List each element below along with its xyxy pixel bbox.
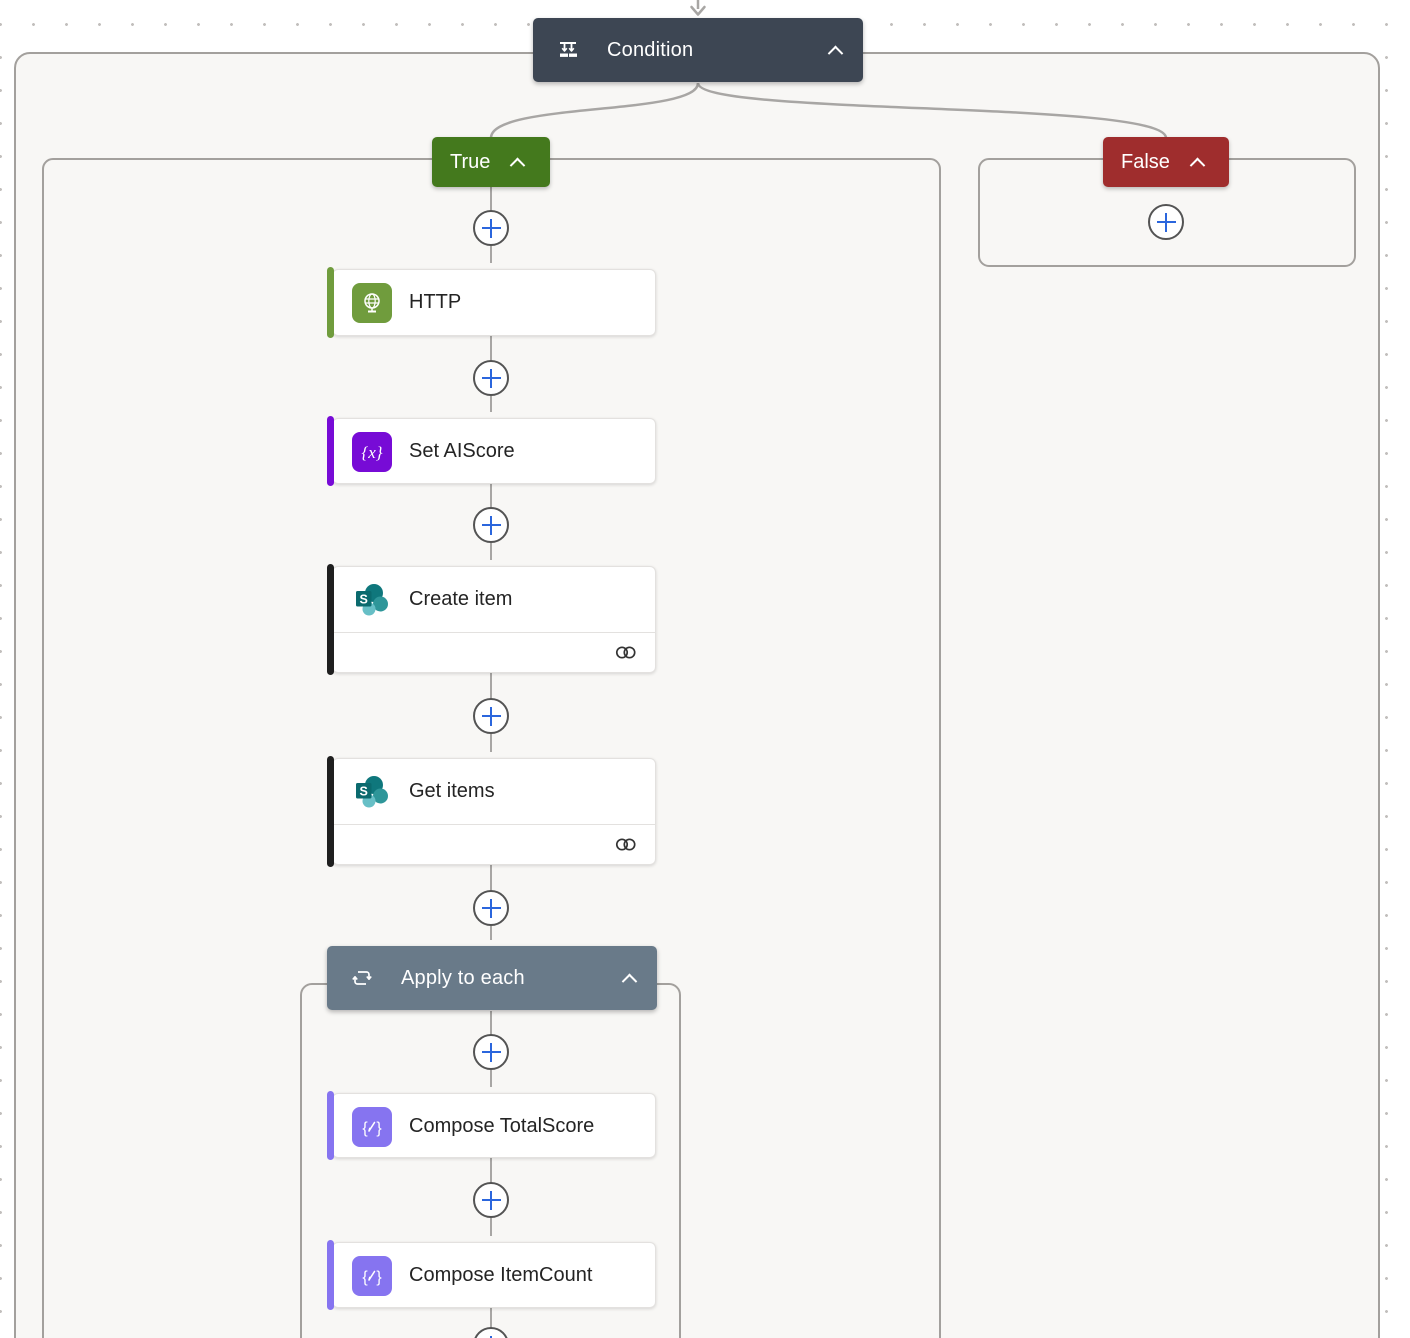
action-label: Compose TotalScore	[409, 1115, 595, 1137]
sharepoint-letter: S	[360, 592, 368, 606]
accent-bar	[327, 1091, 334, 1160]
http-globe-icon	[352, 282, 392, 323]
chevron-up-icon[interactable]	[1189, 157, 1206, 173]
variable-glyph: {x}	[361, 443, 382, 462]
true-branch-label: True	[450, 150, 491, 173]
brace-close: }	[376, 1120, 382, 1137]
compose-totalscore-action-card[interactable]: { } Compose TotalScore	[327, 1091, 656, 1160]
compose-icon: { }	[352, 1106, 392, 1147]
brace-open: {	[362, 1269, 368, 1286]
sharepoint-icon: S	[352, 580, 392, 620]
action-label: HTTP	[409, 291, 462, 313]
insert-action-button[interactable]	[473, 1182, 509, 1218]
insert-action-button[interactable]	[473, 210, 509, 246]
connector	[489, 673, 492, 699]
connection-row[interactable]	[333, 825, 655, 864]
connector	[489, 1308, 492, 1329]
connector	[489, 1070, 492, 1087]
insert-action-button[interactable]	[473, 698, 509, 734]
connector	[489, 865, 492, 891]
action-label: Get items	[409, 780, 495, 802]
connection-link-icon	[615, 646, 636, 659]
accent-bar	[327, 267, 334, 338]
compose-icon: { }	[352, 1255, 392, 1296]
insert-action-button[interactable]	[473, 507, 509, 543]
create-item-action-card[interactable]: S Create item	[327, 564, 656, 675]
connector	[489, 1011, 492, 1035]
accent-bar	[327, 416, 334, 486]
brace-open: {	[362, 1120, 368, 1137]
insert-action-button[interactable]	[473, 1034, 509, 1070]
connector	[489, 926, 492, 940]
card-divider	[333, 632, 655, 633]
accent-bar	[327, 1240, 334, 1310]
connector	[489, 187, 492, 211]
compose-itemcount-action-card[interactable]: { } Compose ItemCount	[327, 1240, 656, 1310]
connection-row[interactable]	[333, 633, 655, 672]
chevron-up-icon[interactable]	[510, 157, 526, 173]
accent-bar	[327, 756, 334, 867]
connector	[489, 1218, 492, 1236]
apply-to-each-node[interactable]: Apply to each	[327, 946, 657, 1010]
connector	[489, 246, 492, 263]
insert-action-button[interactable]	[473, 890, 509, 926]
false-branch-label: False	[1121, 150, 1170, 173]
get-items-action-card[interactable]: S Get items	[327, 756, 656, 867]
action-label: Set AIScore	[409, 440, 515, 462]
connector	[489, 336, 492, 361]
connector	[489, 1158, 492, 1183]
http-action-card[interactable]: HTTP	[327, 267, 656, 338]
connector	[489, 734, 492, 752]
sharepoint-letter: S	[360, 784, 368, 798]
brace-close: }	[376, 1269, 382, 1286]
chevron-up-icon[interactable]	[827, 45, 844, 61]
accent-bar	[327, 564, 334, 675]
condition-node[interactable]: Condition	[533, 18, 863, 82]
action-label: Compose ItemCount	[409, 1264, 593, 1286]
connector	[489, 543, 492, 560]
connector	[489, 484, 492, 508]
true-branch-badge[interactable]: True	[432, 137, 550, 187]
condition-icon	[555, 37, 581, 63]
insert-action-button[interactable]	[473, 360, 509, 396]
connection-link-icon	[615, 838, 636, 851]
chevron-up-icon[interactable]	[621, 973, 638, 989]
false-branch-badge[interactable]: False	[1103, 137, 1229, 187]
apply-to-each-label: Apply to each	[401, 966, 525, 989]
variable-icon: {x}	[352, 431, 392, 472]
set-aiscore-action-card[interactable]: {x} Set AIScore	[327, 416, 656, 486]
loop-icon	[349, 965, 375, 991]
connector	[489, 396, 492, 412]
condition-node-label: Condition	[607, 38, 694, 61]
card-divider	[333, 824, 655, 825]
insert-action-button-false-branch[interactable]	[1148, 204, 1184, 240]
sharepoint-icon: S	[352, 772, 392, 812]
action-label: Create item	[409, 588, 513, 610]
